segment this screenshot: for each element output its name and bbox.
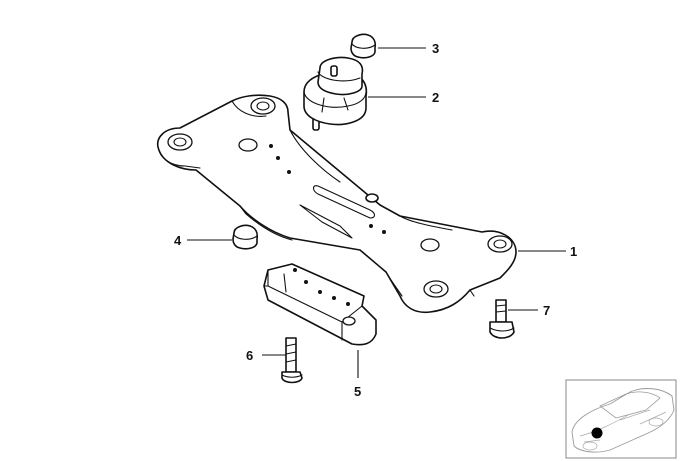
transmission-mount <box>303 56 368 131</box>
callouts: 1 2 3 4 5 6 7 <box>174 41 577 399</box>
callout-5: 5 <box>354 384 361 399</box>
callout-3: 3 <box>432 41 439 56</box>
car-location-icon <box>571 388 675 453</box>
leader-lines <box>187 47 566 378</box>
bracket <box>263 263 377 346</box>
location-thumbnail <box>565 379 677 459</box>
nut <box>232 224 259 250</box>
callout-4: 4 <box>174 233 182 248</box>
bolt <box>489 299 515 339</box>
callout-6: 6 <box>246 348 253 363</box>
bolt <box>281 337 303 384</box>
callout-7: 7 <box>543 303 550 318</box>
nut <box>350 33 377 59</box>
callout-1: 1 <box>570 244 577 259</box>
crossmember <box>156 94 517 314</box>
callout-2: 2 <box>432 90 439 105</box>
